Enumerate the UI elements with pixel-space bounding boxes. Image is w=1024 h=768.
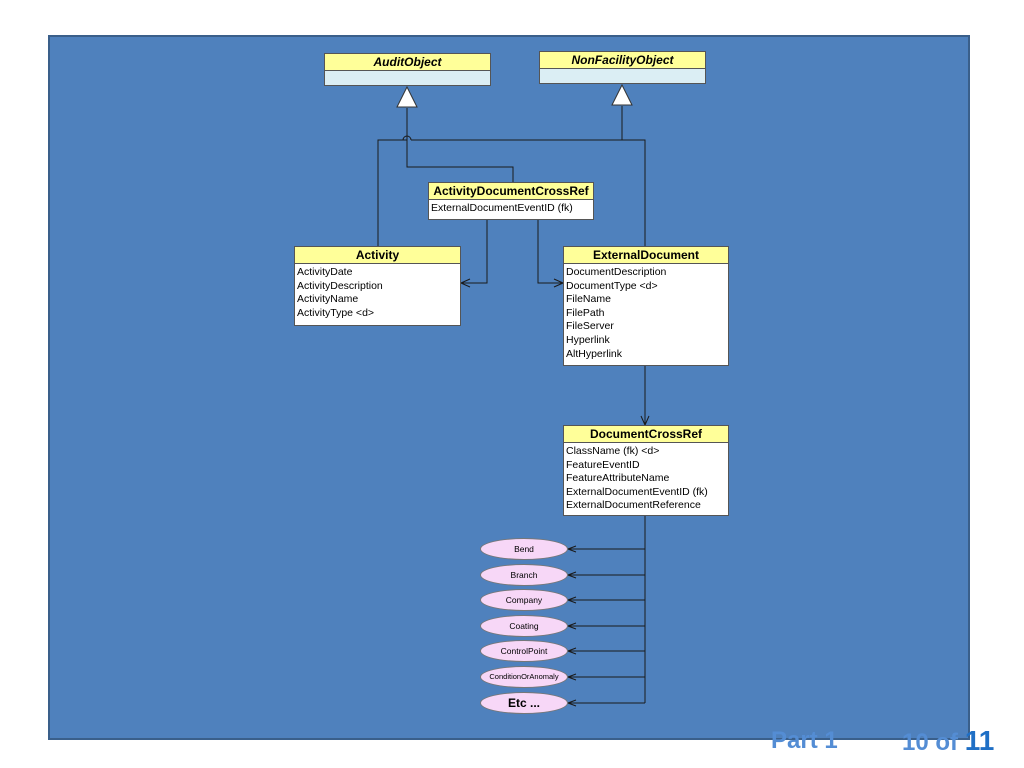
attr-activitydescription: ActivityDescription: [297, 279, 383, 292]
entity-activity[interactable]: Activity ActivityDate ActivityDescriptio…: [294, 246, 461, 326]
feature-oval-bend[interactable]: Bend: [480, 538, 568, 560]
entity-nonfacilityobject-title: NonFacilityObject: [540, 52, 705, 69]
feature-oval-etc[interactable]: Etc ...: [480, 692, 568, 714]
entity-documentcrossref-title: DocumentCrossRef: [564, 426, 728, 443]
attr-externaldocumenteventid: ExternalDocumentEventID (fk): [431, 202, 573, 214]
attr-activitytype: ActivityType <d>: [297, 306, 375, 319]
attr-filepath: FilePath: [566, 306, 605, 319]
attr-activityname: ActivityName: [297, 293, 359, 306]
entity-activitydocumentcrossref[interactable]: ActivityDocumentCrossRef ExternalDocumen…: [428, 182, 594, 220]
attr-filename: FileName: [566, 293, 611, 306]
attr-featureattributename: FeatureAttributeName: [566, 472, 670, 485]
entity-nonfacilityobject[interactable]: NonFacilityObject: [539, 51, 706, 84]
attr-externaldocumentreference: ExternalDocumentReference: [566, 499, 701, 512]
footer-page-total: 11: [964, 725, 995, 756]
entity-auditobject-title: AuditObject: [325, 54, 490, 71]
entity-activity-attrs: ActivityDate ActivityDescription Activit…: [295, 264, 460, 320]
feature-oval-company[interactable]: Company: [480, 589, 568, 611]
entity-documentcrossref[interactable]: DocumentCrossRef ClassName (fk) <d> Feat…: [563, 425, 729, 516]
attr-documentdescription: DocumentDescription: [566, 266, 667, 278]
entity-nonfacilityobject-body: [540, 69, 705, 83]
feature-oval-coating[interactable]: Coating: [480, 615, 568, 637]
attr-classname: ClassName (fk) <d>: [566, 445, 660, 457]
attr-externaldocumenteventid: ExternalDocumentEventID (fk): [566, 485, 708, 498]
attr-activitydate: ActivityDate: [297, 266, 353, 278]
attr-documenttype: DocumentType <d>: [566, 279, 658, 292]
entity-externaldocument-attrs: DocumentDescription DocumentType <d> Fil…: [564, 264, 728, 361]
attr-althyperlink: AltHyperlink: [566, 347, 623, 360]
feature-oval-conditionoranomaly[interactable]: ConditionOrAnomaly: [480, 666, 568, 688]
entity-externaldocument-title: ExternalDocument: [564, 247, 728, 264]
attr-hyperlink: Hyperlink: [566, 333, 610, 346]
feature-oval-controlpoint[interactable]: ControlPoint: [480, 640, 568, 662]
entity-activitydocumentcrossref-title: ActivityDocumentCrossRef: [429, 183, 593, 200]
entity-activity-title: Activity: [295, 247, 460, 264]
entity-auditobject[interactable]: AuditObject: [324, 53, 491, 86]
entity-documentcrossref-attrs: ClassName (fk) <d> FeatureEventID Featur…: [564, 443, 728, 513]
entity-externaldocument[interactable]: ExternalDocument DocumentDescription Doc…: [563, 246, 729, 366]
entity-auditobject-body: [325, 71, 490, 85]
footer-page-indicator: 10 of 11: [902, 727, 994, 757]
feature-oval-branch[interactable]: Branch: [480, 564, 568, 586]
entity-activitydocumentcrossref-attrs: ExternalDocumentEventID (fk): [429, 200, 593, 216]
attr-fileserver: FileServer: [566, 320, 614, 333]
attr-featureeventid: FeatureEventID: [566, 458, 640, 471]
footer-page-current: 10 of: [902, 729, 959, 756]
footer-part-label: Part 1: [771, 727, 838, 754]
